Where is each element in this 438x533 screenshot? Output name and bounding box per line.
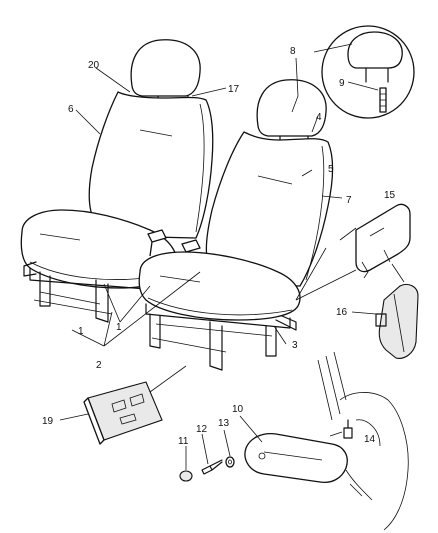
right-seat-track xyxy=(145,303,291,371)
callout-3: 3 xyxy=(292,340,298,351)
callout-15: 15 xyxy=(384,190,396,201)
callout-8: 8 xyxy=(290,46,296,57)
callout-2: 2 xyxy=(96,360,102,371)
callout-1b: 1 xyxy=(78,326,84,337)
callout-6: 6 xyxy=(68,104,74,115)
callout-14: 14 xyxy=(364,434,376,445)
callout-20: 20 xyxy=(88,60,100,71)
callout-11: 11 xyxy=(178,436,189,447)
callout-19: 19 xyxy=(42,416,54,427)
washer-13 xyxy=(225,456,235,468)
right-seat xyxy=(138,79,334,371)
buckle-left xyxy=(147,229,167,257)
right-headrest xyxy=(256,79,327,137)
callout-12: 12 xyxy=(196,424,208,435)
left-seat xyxy=(20,39,214,323)
right-backrest xyxy=(205,131,334,287)
callout-labels: 20 6 17 8 9 4 5 7 15 16 1 1 2 3 19 10 11… xyxy=(42,46,396,447)
left-backrest xyxy=(88,91,214,239)
control-module-19 xyxy=(83,381,163,445)
callout-13: 13 xyxy=(218,418,230,429)
right-cushion xyxy=(138,251,301,321)
screw-12 xyxy=(201,459,223,475)
callout-7: 7 xyxy=(346,195,352,206)
callout-5: 5 xyxy=(328,164,334,175)
leader-lines xyxy=(59,43,405,470)
armrest-10 xyxy=(244,432,348,484)
pivot-area-14 xyxy=(317,351,409,531)
inset-headrest xyxy=(347,31,403,69)
fasteners xyxy=(179,456,235,482)
left-seat-track xyxy=(23,261,161,323)
callout-9: 9 xyxy=(339,78,345,89)
headrest-inset xyxy=(321,25,415,119)
callout-16: 16 xyxy=(336,307,348,318)
airbag-module-15 xyxy=(355,203,411,279)
side-shield-16 xyxy=(375,283,419,359)
callout-1a: 1 xyxy=(116,322,122,333)
plug-11 xyxy=(179,470,193,482)
callout-17: 17 xyxy=(228,84,240,95)
callout-10: 10 xyxy=(232,404,244,415)
callout-4: 4 xyxy=(316,112,322,123)
left-headrest xyxy=(130,39,201,97)
